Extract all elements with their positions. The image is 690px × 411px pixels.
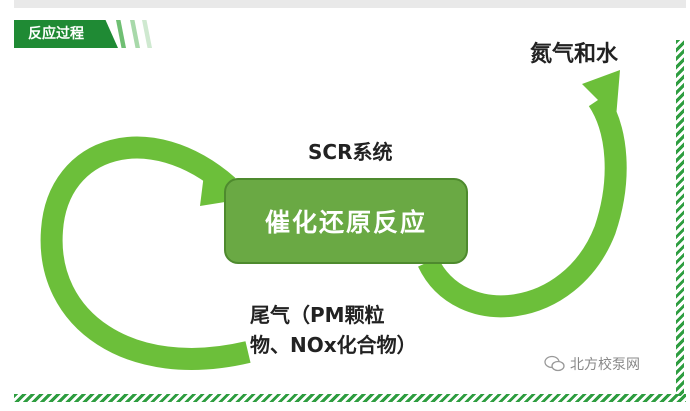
- tag-stripe-decor: [116, 20, 126, 48]
- wechat-icon: [544, 355, 565, 372]
- input-arrow: [40, 136, 251, 370]
- process-box-label: 催化还原反应: [264, 208, 427, 237]
- input-label: 尾气（PM颗粒物、NOx化合物）: [250, 303, 417, 357]
- tag-stripe-decor: [142, 20, 152, 48]
- section-tag: 反应过程: [14, 20, 118, 48]
- watermark: 北方校泵网: [544, 354, 640, 374]
- output-arrow-head: [582, 70, 620, 118]
- tag-stripe-decor: [130, 20, 140, 48]
- right-striped-border: [676, 40, 684, 396]
- system-label: SCR系统: [308, 140, 393, 164]
- output-label: 氮气和水: [530, 42, 619, 67]
- bottom-striped-border: [14, 394, 686, 402]
- process-box: 催化还原反应: [224, 178, 468, 264]
- output-arrow: [418, 93, 627, 318]
- watermark-text: 北方校泵网: [570, 357, 640, 373]
- top-gray-bar: [14, 0, 686, 8]
